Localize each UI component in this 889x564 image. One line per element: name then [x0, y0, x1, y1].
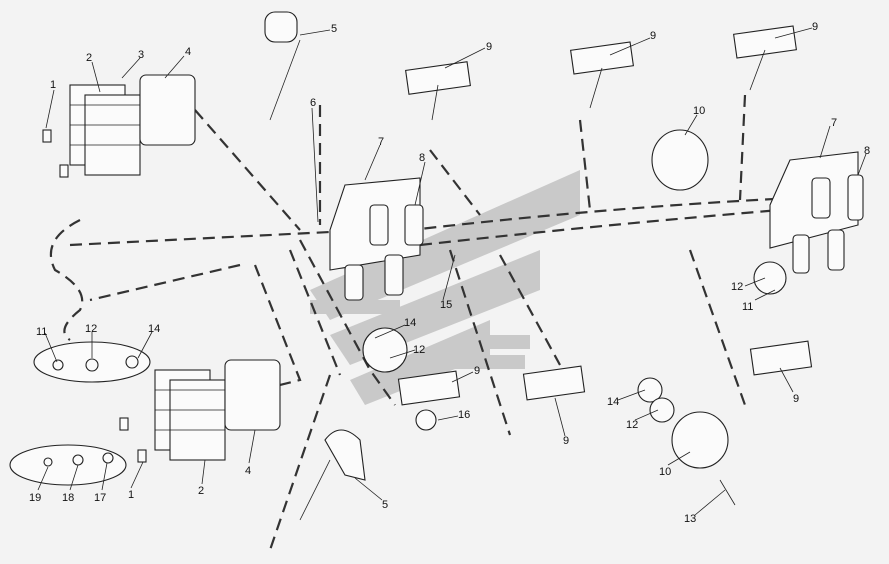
- callout: 2: [198, 485, 204, 497]
- callout: 12: [413, 344, 425, 356]
- callout: 8: [419, 152, 425, 164]
- callout: 15: [440, 299, 452, 311]
- relay-bracket-bottom: [154, 369, 226, 461]
- callout: 9: [812, 21, 818, 33]
- callout: 11: [36, 326, 47, 338]
- callout: 16: [458, 409, 470, 421]
- callout: 12: [731, 281, 743, 293]
- callout: 5: [331, 23, 337, 35]
- callout: 17: [94, 492, 106, 504]
- socket-bottom: [671, 411, 729, 469]
- callout: 14: [404, 317, 416, 329]
- callout: 18: [62, 492, 74, 504]
- callout: 14: [607, 396, 619, 408]
- callout: 14: [148, 323, 160, 335]
- callout: 1: [128, 489, 134, 501]
- callout: 19: [29, 492, 41, 504]
- relay-top: [139, 74, 196, 146]
- callout: 12: [85, 323, 97, 335]
- callout: 9: [793, 393, 799, 405]
- callout: 12: [626, 419, 638, 431]
- parts: [9, 11, 864, 521]
- callout: 9: [563, 435, 569, 447]
- callout: 1: [50, 79, 56, 91]
- callout: 6: [310, 97, 316, 109]
- callout: 11: [742, 301, 753, 313]
- relay-bracket-top: [69, 84, 141, 176]
- callout: 5: [382, 499, 388, 511]
- socket-top: [651, 129, 709, 191]
- callout: 2: [86, 52, 92, 64]
- callout: 4: [185, 46, 191, 58]
- leader-lines: [37, 27, 867, 516]
- hardware-kit-bottom: [9, 444, 127, 486]
- callout: 9: [486, 41, 492, 53]
- callout-labels: 1 2 3 4 5 6 7 8 9 9 9 10 7 8 12 11 15 14…: [29, 21, 870, 525]
- callout: 7: [378, 136, 384, 148]
- callout: 9: [474, 365, 480, 377]
- callout: 7: [831, 117, 837, 129]
- connectors-left: [344, 204, 424, 301]
- callout: 4: [245, 465, 251, 477]
- callout: 9: [650, 30, 656, 42]
- connectors-right: [792, 174, 864, 274]
- callout: 8: [864, 145, 870, 157]
- callout: 3: [138, 49, 144, 61]
- callout: 13: [684, 513, 696, 525]
- callout: 10: [659, 466, 671, 478]
- relay-bottom: [224, 359, 281, 431]
- callout: 10: [693, 105, 705, 117]
- wiring-harness: [49, 94, 861, 551]
